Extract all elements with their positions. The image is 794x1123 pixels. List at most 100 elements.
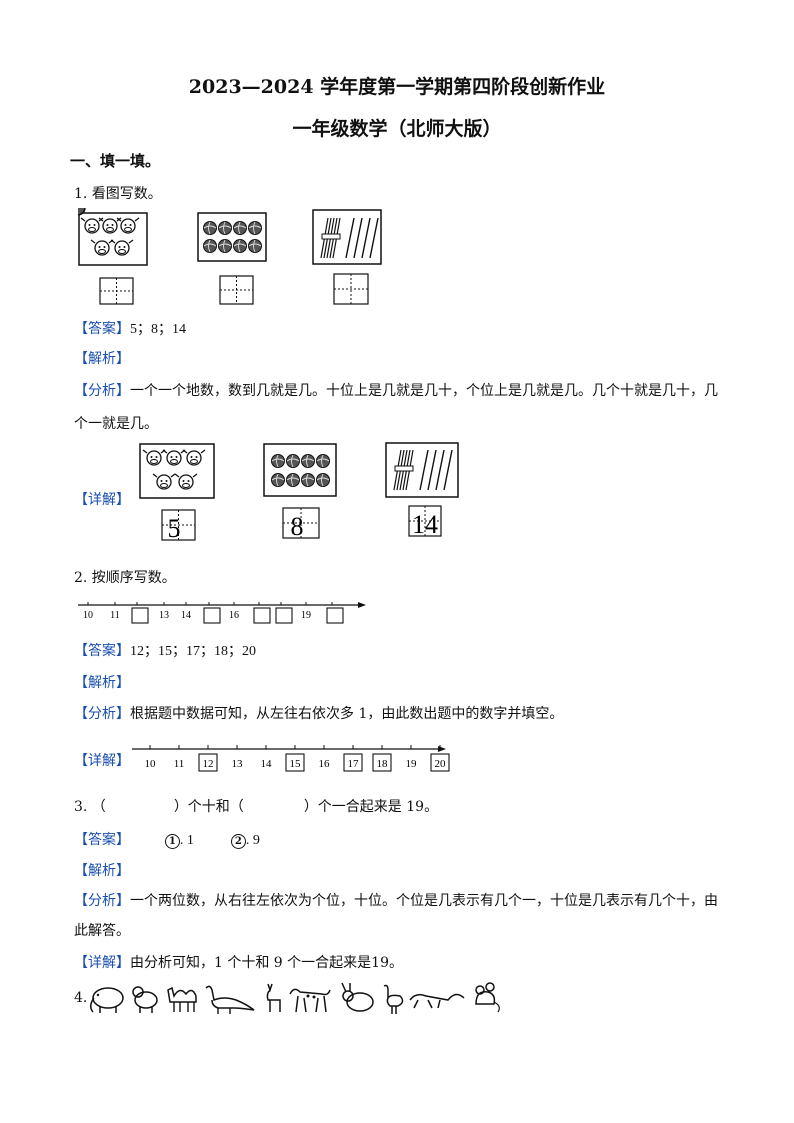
number-line-blank-box[interactable] — [275, 607, 293, 624]
lizard-icon — [409, 993, 465, 1009]
q3-fenxi-line-1: 【分析】一个两位数，从右往左依次为个位，十位。个位是几表示有几个一，十位是几表示… — [74, 890, 718, 910]
q1-answer-box-3[interactable] — [333, 273, 369, 305]
analysis-tag: 【解析】 — [74, 675, 130, 691]
q4-animal-row — [88, 980, 508, 1020]
number-line-blank-box[interactable] — [131, 607, 149, 624]
q1-answer-box-2[interactable] — [219, 275, 254, 305]
sticks-picture — [312, 209, 382, 265]
circled-number-icon: 1 — [164, 834, 180, 849]
elephant-icon — [90, 987, 124, 1013]
number-line-label: 14 — [181, 610, 191, 621]
q1-detail-figures: 5 8 14 — [138, 440, 478, 549]
leopard-icon — [289, 988, 331, 1013]
q1-filled-value-2: 8 — [291, 512, 304, 541]
cow-picture-detail — [139, 443, 215, 499]
number-line-detail-label: 13 — [232, 758, 244, 770]
page-subtitle: 一年级数学（北师大版） — [292, 118, 502, 140]
q3-fenxi-text-2: 此解答。 — [74, 923, 130, 939]
q1-answer-box-1[interactable] — [99, 277, 134, 305]
q1-fenxi-line-1: 【分析】一个一个地数，数到几就是几。十位上是几就是几十，个位上是几就是几。几个十… — [74, 380, 718, 400]
number-line-blank-box[interactable] — [253, 607, 271, 624]
ostrich-icon — [383, 984, 404, 1014]
number-line: 10 11 13 14 16 19 — [78, 602, 366, 624]
q1-figures — [66, 199, 398, 312]
deer-icon — [266, 983, 281, 1012]
number-line-detail-label: 15 — [290, 758, 302, 770]
number-line-detail-label: 18 — [377, 758, 389, 770]
number-line-detail-label: 17 — [348, 758, 360, 770]
number-line-detail-label: 11 — [174, 758, 185, 770]
question-1-stem: 1. 看图写数。 — [74, 186, 162, 202]
q1-filled-box-2: 8 — [282, 507, 320, 541]
number-line-filled-box — [198, 753, 218, 772]
q2-answer-value: 12；15；17；18；20 — [130, 644, 256, 659]
circled-number-icon: 2 — [230, 834, 246, 849]
question-4-stem: 4. — [74, 990, 88, 1006]
q3-answer-1-value: . 1 — [179, 833, 194, 848]
number-line-detail-arrow — [438, 746, 446, 752]
number-line-arrow — [358, 602, 366, 608]
answer-tag: 【答案】 — [74, 832, 130, 848]
q3-stem-b: ）个十和（ — [173, 799, 244, 815]
analysis-tag: 【解析】 — [74, 863, 130, 879]
rabbit-icon — [341, 982, 374, 1012]
q1-figure-group — [66, 199, 382, 305]
number-line-filled-box — [372, 753, 392, 772]
q2-fenxi-line: 【分析】根据题中数据可知，从左往右依次多 1，由此数出题中的数字并填空。 — [74, 703, 563, 723]
number-line-filled-box — [343, 753, 363, 772]
q1-filled-value-3: 14 — [412, 510, 438, 539]
q3-fenxi-text-1: 一个两位数，从右往左依次为个位，十位。个位是几表示有几个一，十位是几表示有几个十… — [130, 893, 718, 909]
number-line-blank-box[interactable] — [203, 607, 221, 624]
camel-icon — [167, 986, 197, 1012]
number-line-label: 19 — [301, 610, 311, 621]
number-line-label: 13 — [159, 610, 169, 621]
detail-tag: 【详解】 — [74, 492, 130, 508]
q1-fenxi-text-2: 个一就是几。 — [74, 416, 158, 432]
single-sticks-icon — [345, 217, 379, 259]
q1-answer-value: 5；8；14 — [130, 322, 186, 337]
q1-filled-value-1: 5 — [168, 514, 181, 543]
number-line-label: 10 — [83, 610, 93, 621]
number-line-detail-label: 10 — [145, 758, 157, 770]
dog-icon — [132, 986, 158, 1013]
detail-tag: 【详解】 — [74, 753, 130, 769]
detail-tag: 【详解】 — [74, 955, 130, 971]
animal-row-figure — [90, 982, 500, 1014]
ball-picture-detail — [263, 443, 337, 497]
q3-answer-1: 1. 1 — [164, 832, 198, 849]
section-heading: 一、填一填。 — [70, 152, 161, 170]
dinosaur-icon — [205, 985, 255, 1014]
number-line-filled-box — [430, 753, 450, 772]
q1-answer-line: 【答案】5；8；14 — [74, 318, 186, 338]
number-line-detail-label: 19 — [406, 758, 418, 770]
number-line-label: 11 — [110, 610, 120, 621]
q2-number-line: 10 11 13 14 16 19 — [76, 594, 376, 630]
fenxi-tag: 【分析】 — [74, 893, 130, 909]
q1-detail-figure-group: 5 8 14 — [139, 442, 459, 543]
question-2-stem: 2. 按顺序写数。 — [74, 570, 176, 586]
q2-answer-line: 【答案】12；15；17；18；20 — [74, 640, 256, 660]
answer-tag: 【答案】 — [74, 643, 130, 659]
number-line-blank-box[interactable] — [326, 607, 344, 624]
fenxi-tag: 【分析】 — [74, 706, 130, 722]
number-line-label: 16 — [229, 610, 239, 621]
stick-bundle-icon — [320, 217, 341, 259]
answer-tag: 【答案】 — [74, 321, 130, 337]
number-line-detail-label: 14 — [261, 758, 273, 770]
question-3-stem: 3. （ ）个十和（ ）个一合起来是 19。 — [74, 796, 438, 816]
q3-detail-text: 由分析可知，1 个十和 9 个一合起来是19。 — [130, 955, 403, 971]
fenxi-tag: 【分析】 — [74, 383, 130, 399]
q1-fenxi-text-1: 一个一个地数，数到几就是几。十位上是几就是几十，个位上是几就是几。几个十就是几十… — [130, 383, 718, 399]
sticks-picture-detail — [385, 442, 459, 498]
q1-filled-box-3: 14 — [408, 505, 442, 539]
number-line-detail-label: 16 — [319, 758, 331, 770]
q3-stem-a: 3. （ — [74, 799, 106, 815]
q3-stem-c: ）个一合起来是 19。 — [303, 799, 439, 815]
q3-answer-2-value: . 9 — [245, 833, 260, 848]
q1-filled-box-1: 5 — [161, 509, 196, 543]
q2-fenxi-text: 根据题中数据可知，从左往右依次多 1，由此数出题中的数字并填空。 — [130, 706, 564, 722]
number-line-detail-label: 12 — [203, 758, 214, 770]
q3-answer-2: 2. 9 — [230, 832, 260, 849]
